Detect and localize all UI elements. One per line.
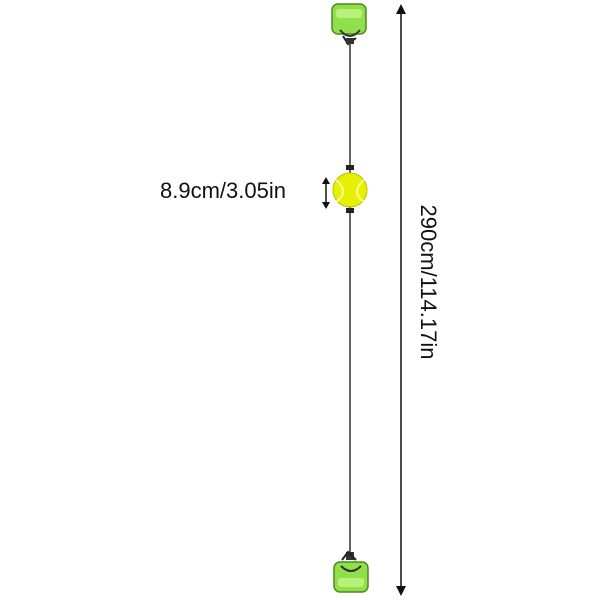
total-length-arrow — [396, 4, 406, 596]
bottom-suction-cup-icon — [333, 550, 369, 593]
total-length-label: 290cm/114.17in — [416, 204, 441, 360]
tennis-ball-icon — [332, 165, 368, 213]
double-arrow-icon — [322, 177, 330, 209]
top-suction-cup-icon — [331, 3, 367, 46]
ball-diameter-label: 8.9cm/3.05in — [160, 178, 286, 203]
